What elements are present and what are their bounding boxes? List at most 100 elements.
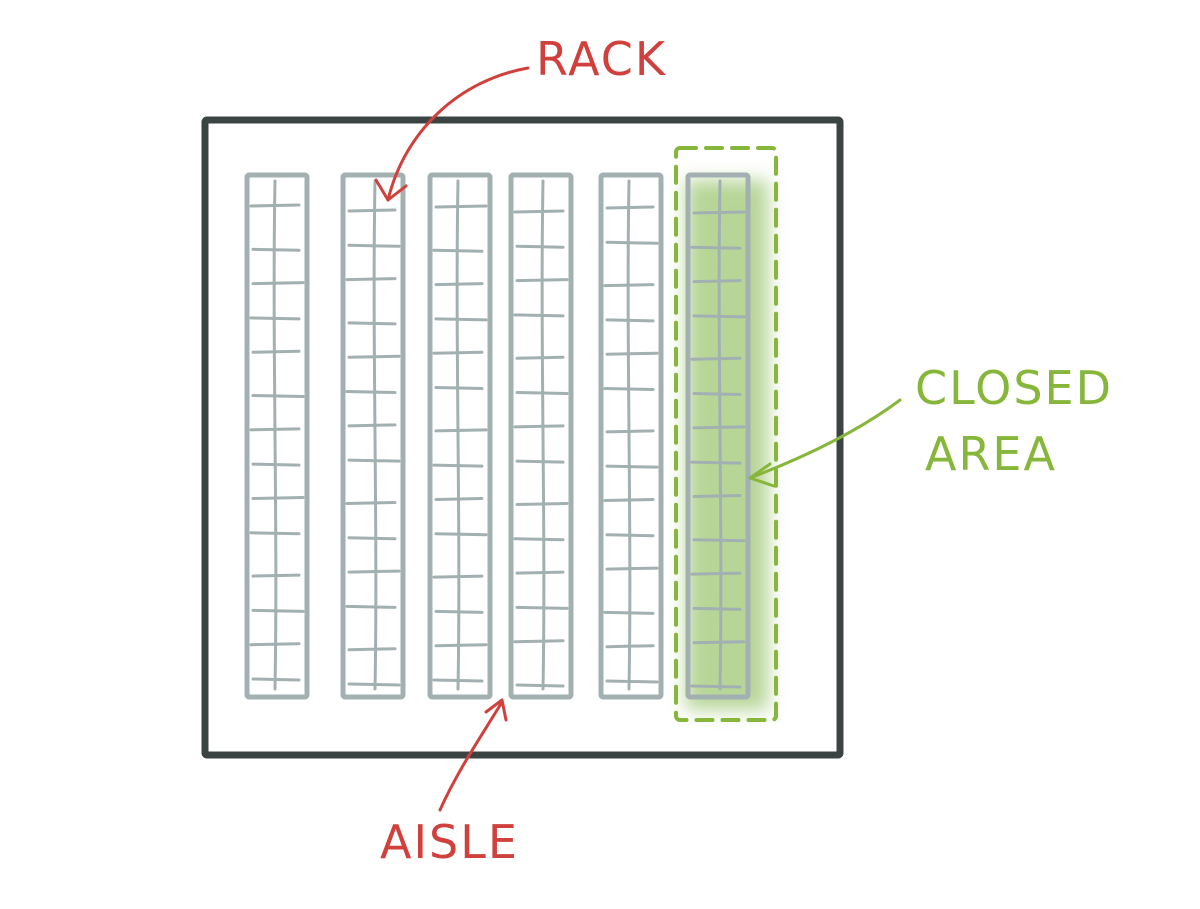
rack-spine <box>717 179 723 691</box>
shelf-divider <box>249 642 301 647</box>
shelf-divider <box>692 279 742 284</box>
shelf-divider <box>432 463 484 468</box>
shelf-divider <box>434 496 484 501</box>
shelf-divider <box>347 682 401 687</box>
shelf-divider <box>515 244 565 249</box>
shelf-divider <box>690 684 742 689</box>
shelf-divider <box>692 425 746 430</box>
shelf-divider <box>434 643 488 648</box>
shelf-divider <box>347 423 397 428</box>
shelf-divider <box>515 683 565 688</box>
aisle-arrow <box>438 700 504 812</box>
shelf-divider <box>692 314 746 319</box>
shelf-divider <box>432 574 484 579</box>
shelf-divider <box>605 351 659 356</box>
closed-area-arrowhead <box>748 462 776 488</box>
rack-spine <box>626 179 632 691</box>
shelf-divider <box>251 394 305 399</box>
rack-outline <box>685 172 751 700</box>
rack-5 <box>598 172 664 700</box>
shelf-divider <box>690 245 742 250</box>
rack-outline <box>340 172 406 700</box>
shelf-divider <box>605 679 659 684</box>
rack-1 <box>244 172 310 700</box>
shelf-divider <box>347 569 401 574</box>
aisle-annotation: AISLE <box>380 698 519 869</box>
shelf-divider <box>605 318 655 323</box>
shelf-divider <box>515 391 569 396</box>
shelf-divider <box>251 495 305 500</box>
shelf-divider <box>513 424 565 429</box>
rack-2 <box>340 172 406 700</box>
shelf-divider <box>513 313 565 318</box>
shelf-divider <box>345 500 397 505</box>
shelf-divider <box>513 639 565 644</box>
shelf-divider <box>249 427 301 432</box>
rack-spine <box>272 179 278 691</box>
rack-outline <box>598 172 664 700</box>
closed-area <box>674 146 778 722</box>
rack-spine <box>540 179 546 691</box>
shelf-divider <box>515 459 565 464</box>
closed-area-annotation: CLOSED AREA <box>748 361 1113 488</box>
shelf-divider <box>692 392 742 397</box>
shelf-divider <box>603 387 655 392</box>
shelf-divider <box>347 536 397 541</box>
racks-group <box>244 172 751 700</box>
shelf-divider <box>251 247 301 252</box>
shelf-divider <box>249 203 301 208</box>
shelf-divider <box>434 428 488 433</box>
closed-area-label-line1: CLOSED <box>915 361 1113 415</box>
rack-outline <box>427 172 493 700</box>
shelf-divider <box>515 605 569 610</box>
shelf-divider <box>605 464 659 469</box>
shelf-divider <box>347 647 397 652</box>
shelf-divider <box>345 277 397 282</box>
shelf-divider <box>345 604 397 609</box>
shelf-divider <box>515 278 569 283</box>
shelf-divider <box>432 350 484 355</box>
shelf-divider <box>605 566 659 571</box>
shelf-divider <box>432 678 484 683</box>
aisle-arrowhead <box>484 698 508 722</box>
rack-arrow <box>386 66 530 202</box>
shelf-divider <box>692 606 742 611</box>
shelf-divider <box>603 283 655 288</box>
shelf-divider <box>434 204 488 209</box>
shelf-divider <box>605 644 655 649</box>
rack-annotation: RACK <box>374 32 667 202</box>
shelf-divider <box>251 573 301 578</box>
shelf-divider <box>251 349 301 354</box>
shelf-divider <box>249 316 301 321</box>
shelf-divider <box>605 205 655 210</box>
shelf-divider <box>692 210 746 215</box>
rack-spine <box>372 179 378 691</box>
aisle-label: AISLE <box>380 815 519 869</box>
closed-area-label-line2: AREA <box>925 427 1057 481</box>
shelf-divider <box>605 240 659 245</box>
shelf-divider <box>603 497 655 502</box>
shelf-divider <box>513 537 565 542</box>
shelf-divider <box>251 281 305 286</box>
shelf-divider <box>690 571 742 576</box>
shelf-divider <box>434 317 488 322</box>
shelf-divider <box>249 531 301 536</box>
rack-6-closed <box>685 172 751 700</box>
shelf-divider <box>432 248 484 253</box>
shelf-divider <box>347 243 401 248</box>
shelf-divider <box>605 429 655 434</box>
rack-3 <box>427 172 493 700</box>
shelf-divider <box>603 610 655 615</box>
shelf-divider <box>692 640 746 645</box>
closed-area-fill <box>686 180 768 710</box>
shelf-divider <box>690 460 742 465</box>
rack-outline <box>244 172 310 700</box>
rack-4 <box>508 172 574 700</box>
shelf-divider <box>692 493 742 498</box>
closed-area-arrow <box>748 398 902 480</box>
shelf-divider <box>515 355 565 360</box>
shelf-divider <box>513 209 565 214</box>
rack-label: RACK <box>536 32 667 86</box>
shelf-divider <box>434 386 484 391</box>
